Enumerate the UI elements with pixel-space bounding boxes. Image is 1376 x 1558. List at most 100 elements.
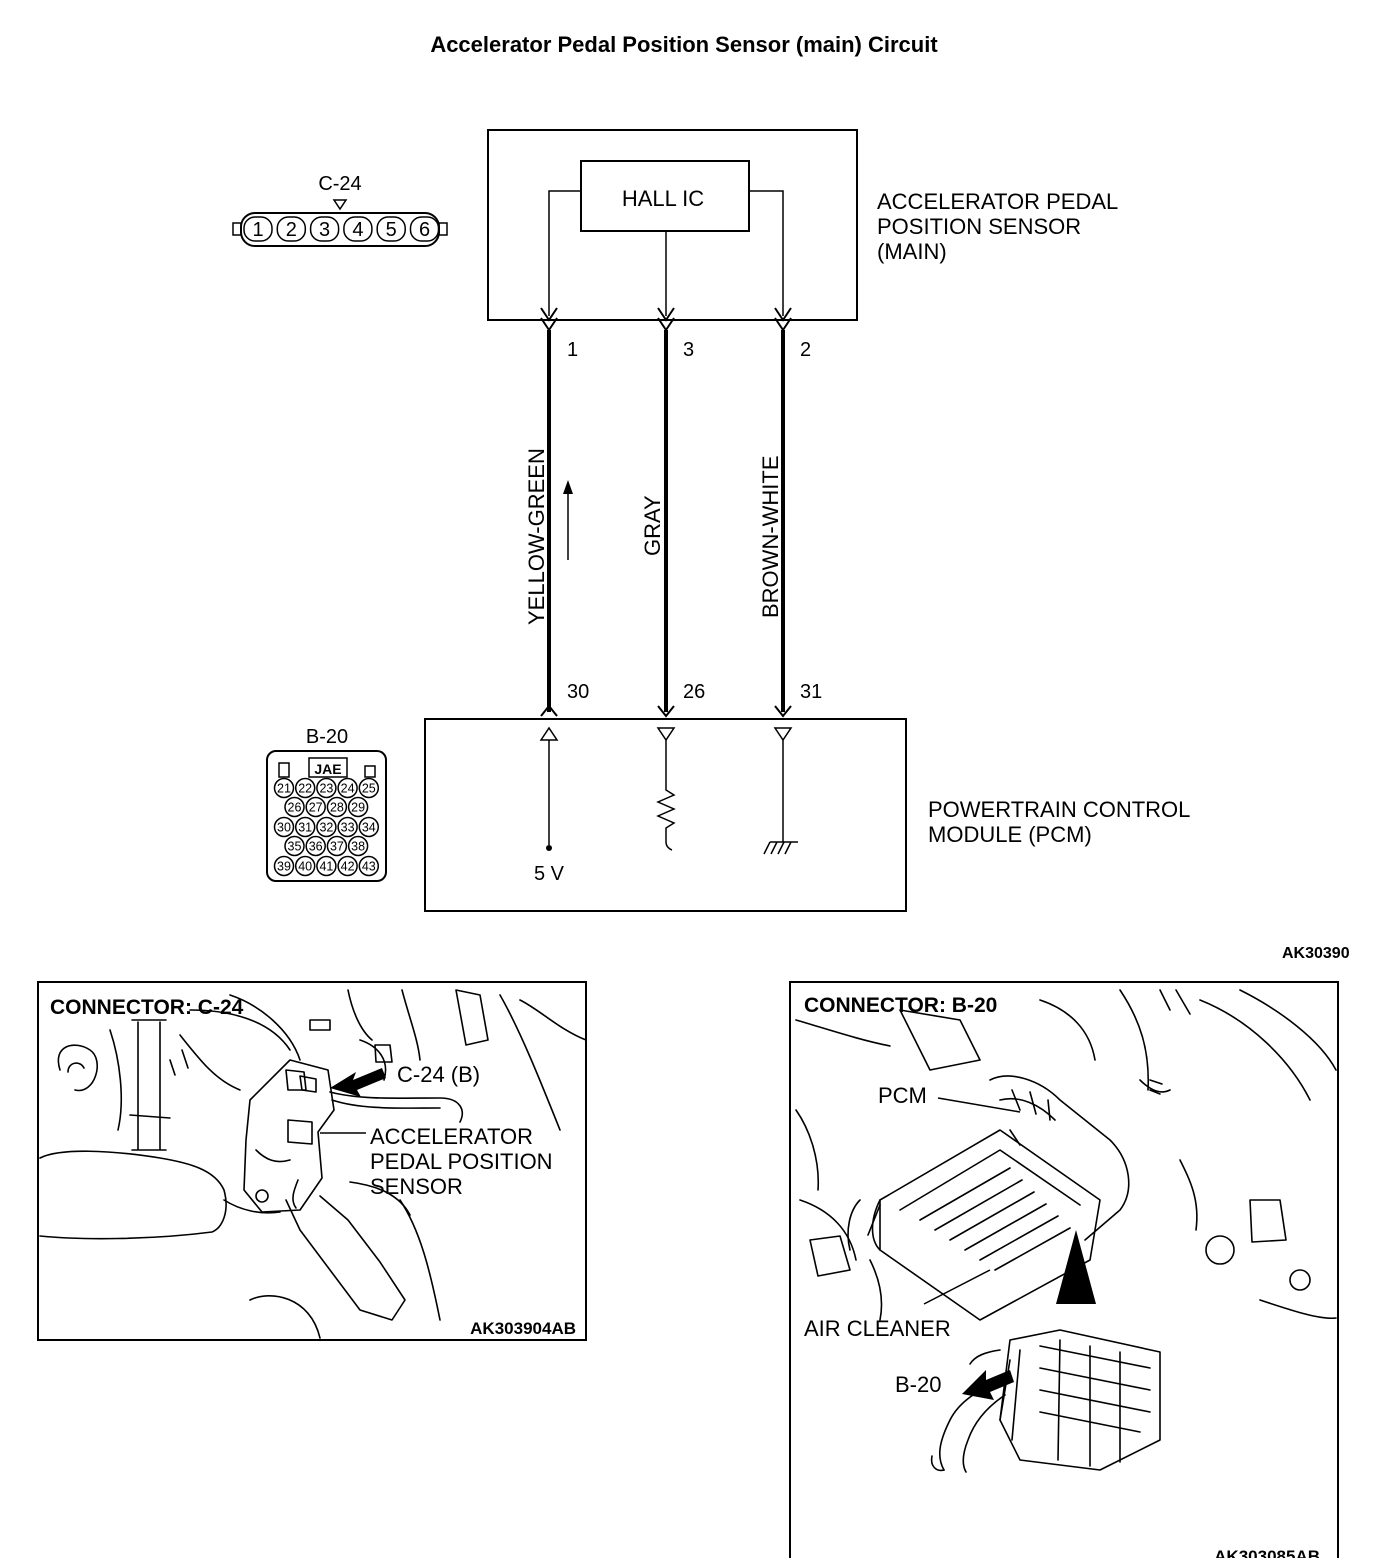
b20-pin-40	[294, 855, 316, 877]
pcm-pin-26-label: 26	[683, 681, 705, 703]
sensor-name-line-1: ACCELERATOR PEDAL	[877, 189, 1118, 214]
b20-pin-number: 39	[277, 860, 291, 874]
pedal-area-illustration	[39, 989, 587, 1339]
b20-pin-number: 35	[288, 840, 302, 854]
photo-panel-c24-frame	[37, 981, 587, 1341]
b20-pin-number: 32	[319, 821, 333, 835]
sensor-pin-2-label: 2	[800, 339, 811, 361]
hall-lead-2	[749, 190, 784, 316]
photo-b20-callout-connector: B-20	[895, 1372, 941, 1397]
c24-latch-left	[232, 222, 242, 236]
diagram-code: AK30390	[1282, 945, 1350, 962]
b20-pin-21	[273, 777, 295, 799]
c24-pin-number: 6	[419, 219, 430, 241]
pcm-box	[424, 718, 907, 912]
b20-housing	[266, 750, 387, 882]
engine-bay-illustration	[795, 989, 1337, 1473]
photo-c24-callout-sensor-line-1: ACCELERATOR	[370, 1124, 533, 1149]
b20-pin-number: 37	[330, 840, 344, 854]
b20-pin-number: 27	[309, 801, 323, 815]
c24-pin-number: 3	[319, 219, 330, 241]
ground-input-arrow-icon	[773, 727, 793, 742]
c24-pin-5	[376, 216, 406, 242]
b20-pin-number: 40	[298, 860, 312, 874]
b20-pin-number: 24	[341, 782, 355, 796]
b20-key-left	[278, 762, 290, 778]
b20-pin-33	[337, 816, 358, 838]
supply-arrow-icon	[539, 726, 559, 741]
pcm-block: 5 V POWERTRAIN CONTROL MODULE (PCM)	[424, 704, 1190, 912]
wire-color-gray: GRAY	[640, 495, 665, 556]
photo-b20-title: CONNECTOR: B-20	[804, 994, 997, 1017]
b20-tag-label: JAE	[314, 761, 341, 777]
supply-node-icon	[546, 845, 552, 851]
hall-ic-box	[580, 160, 750, 232]
c24-pin-2	[276, 216, 307, 242]
b20-pin-25	[358, 777, 380, 799]
b20-pin-number: 42	[341, 860, 355, 874]
pull-resistor-icon	[656, 740, 676, 851]
c24-pin-1	[243, 216, 273, 242]
sensor-name-line-3: (MAIN)	[877, 239, 947, 264]
supply-voltage-label: 5 V	[534, 863, 565, 885]
b20-pin-number: 31	[298, 821, 312, 835]
photo-c24-title: CONNECTOR: C-24	[50, 996, 244, 1019]
b20-key-right	[364, 765, 376, 778]
photo-c24-callout-connector: C-24 (B)	[397, 1062, 480, 1087]
c24-pin-number: 4	[352, 219, 363, 241]
sensor-pin-3-label: 3	[683, 339, 694, 361]
b20-pin-number: 21	[277, 782, 291, 796]
ground-icon	[763, 841, 798, 855]
b20-pin-24	[337, 777, 358, 799]
b20-pin-39	[273, 855, 295, 877]
hall-ic-label: HALL IC	[622, 186, 704, 211]
diagram-title: Accelerator Pedal Position Sensor (main)…	[430, 32, 938, 57]
signal-direction-arrow-icon	[563, 480, 573, 560]
b20-pin-number: 22	[298, 782, 312, 796]
b20-pin-35	[284, 835, 305, 857]
b20-pin-23	[316, 777, 337, 799]
b20-pin-34	[358, 816, 380, 838]
b20-pin-29	[347, 796, 369, 818]
photo-b20-code: AK303085AB	[1214, 1547, 1320, 1558]
c24-housing	[240, 212, 440, 247]
photo-panel-b20-frame	[789, 981, 1339, 1558]
b20-pin-32	[316, 816, 337, 838]
photo-panel-c24: CONNECTOR: C-24 C-24 (B) ACCELERATOR PED…	[37, 981, 587, 1341]
c24-pin-3	[309, 216, 340, 242]
c24-pin-4	[343, 216, 373, 242]
b20-pin-number: 28	[330, 801, 344, 815]
photo-panel-b20: CONNECTOR: B-20 PCM AIR CLEANER B-20 AK3…	[789, 981, 1339, 1558]
b20-pin-31	[294, 816, 316, 838]
photo-b20-callout-pcm: PCM	[878, 1083, 927, 1108]
c24-pointer-icon	[332, 199, 348, 211]
b20-pin-43	[358, 855, 380, 877]
pcm-terminal-30-icon	[540, 704, 558, 717]
c24-pin-number: 5	[386, 219, 397, 241]
b20-pin-number: 33	[341, 821, 355, 835]
b20-pin-42	[337, 855, 358, 877]
b20-pin-number: 29	[351, 801, 365, 815]
c24-connector-label: C-24	[318, 173, 361, 195]
pcm-terminal-26-icon	[657, 705, 675, 718]
pcm-terminal-31-icon	[774, 705, 792, 718]
c24-pin-number: 1	[252, 219, 263, 241]
c24-pin-6	[409, 216, 440, 242]
wire-color-yellow-green: YELLOW-GREEN	[524, 448, 549, 625]
b20-pin-number: 30	[277, 821, 291, 835]
b20-pin-30	[273, 816, 295, 838]
sensor-block: HALL IC ACCELERATOR PEDAL POSITION SENSO…	[487, 129, 1118, 332]
b20-pin-number: 25	[362, 782, 376, 796]
b20-pin-27	[305, 796, 326, 818]
sensor-name-line-2: POSITION SENSOR	[877, 214, 1081, 239]
hall-lead-1	[548, 190, 581, 316]
photo-c24-callout-sensor-line-2: PEDAL POSITION	[370, 1149, 553, 1174]
b20-pin-number: 34	[362, 821, 376, 835]
b20-pin-26	[284, 796, 305, 818]
pcm-name-line-2: MODULE (PCM)	[928, 822, 1092, 847]
b20-pin-28	[326, 796, 348, 818]
